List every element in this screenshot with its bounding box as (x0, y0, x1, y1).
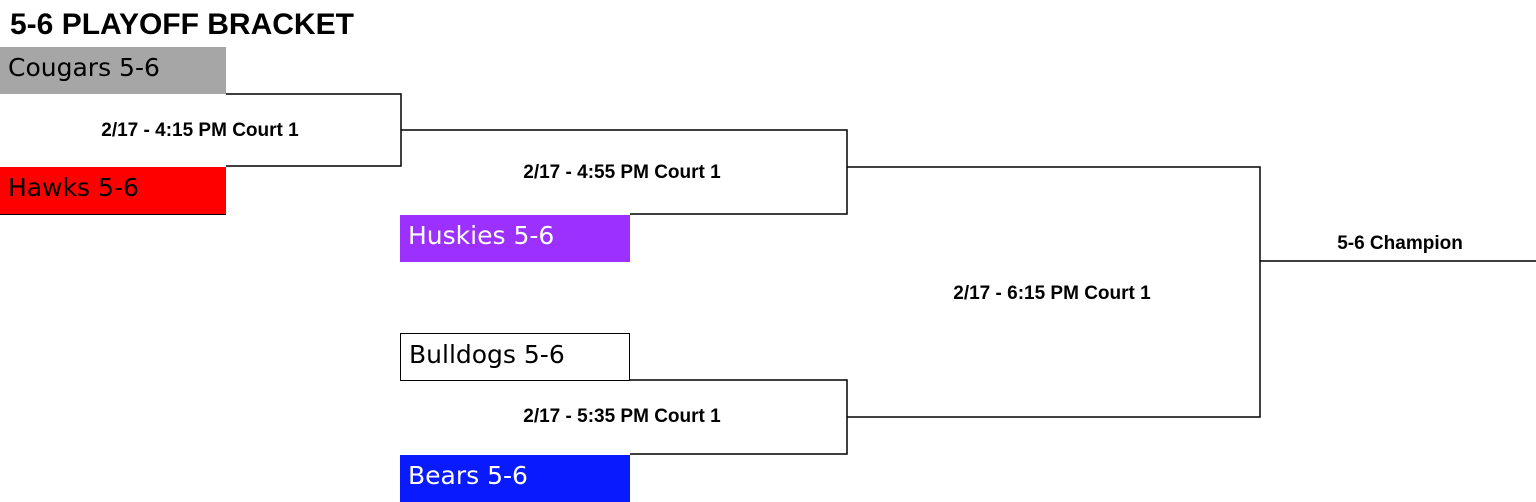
champion-label: 5-6 Champion (1337, 233, 1463, 254)
team-bulldogs: Bulldogs 5-6 (400, 333, 630, 381)
team-cougars: Cougars 5-6 (0, 47, 226, 94)
game2-connector (401, 129, 848, 215)
page-title: 5-6 PLAYOFF BRACKET (10, 8, 354, 41)
game3-label: 2/17 - 5:35 PM Court 1 (523, 406, 721, 427)
team-huskies: Huskies 5-6 (400, 215, 630, 262)
team-hawks: Hawks 5-6 (0, 167, 226, 215)
team-bears: Bears 5-6 (400, 455, 630, 502)
game2-label: 2/17 - 4:55 PM Court 1 (523, 162, 721, 183)
final-connector (847, 166, 1261, 418)
final-label: 2/17 - 6:15 PM Court 1 (953, 283, 1151, 304)
game1-label: 2/17 - 4:15 PM Court 1 (101, 120, 299, 141)
